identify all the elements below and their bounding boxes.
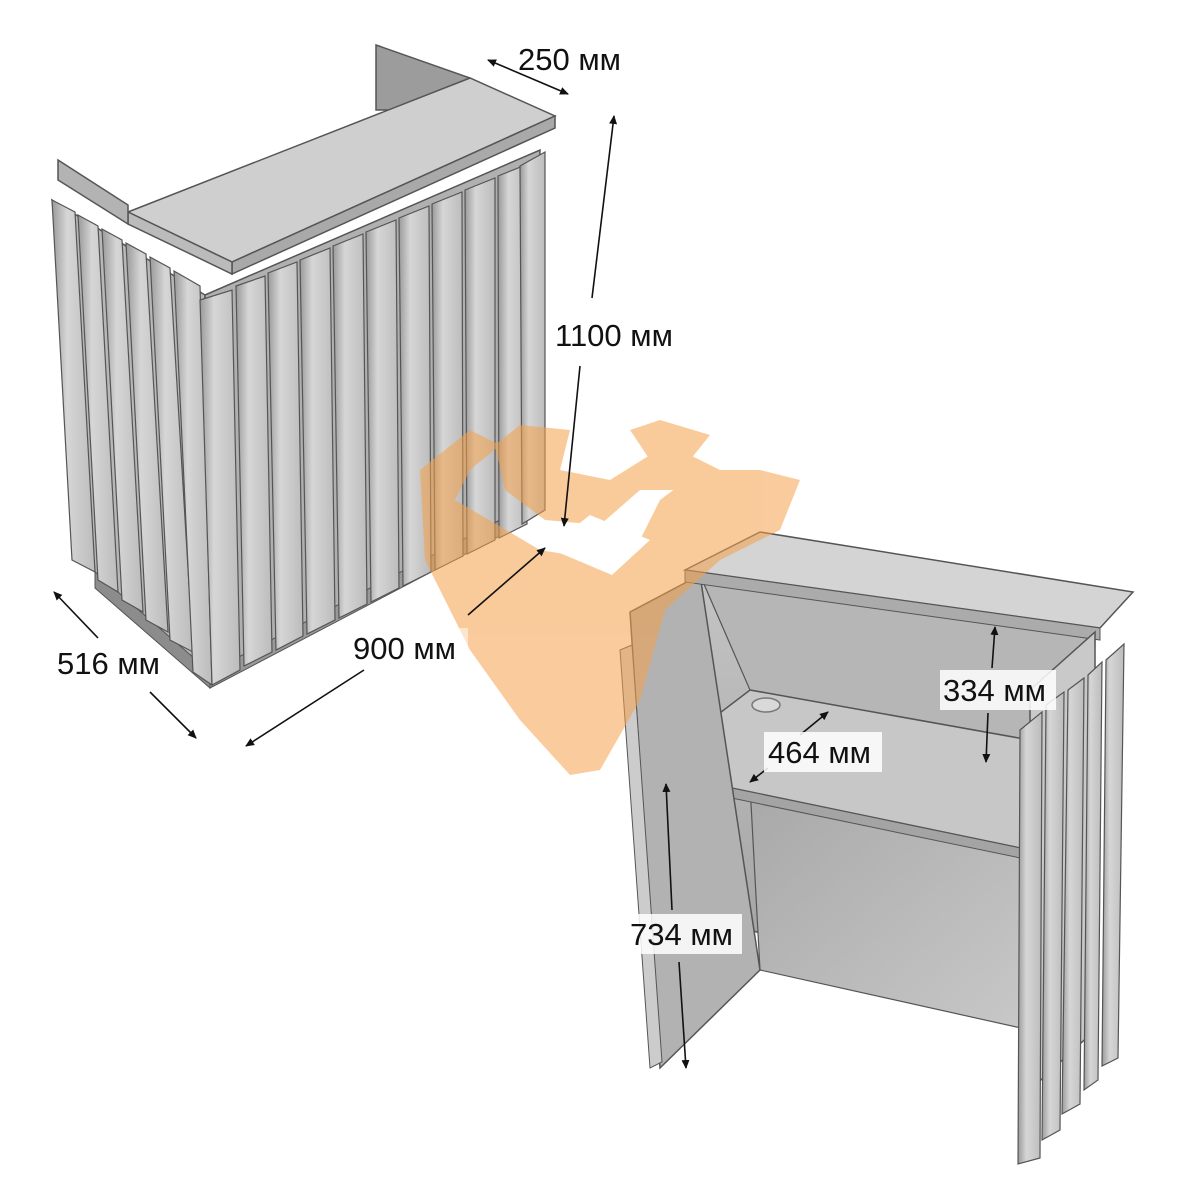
dimension-labels: 250 мм 1100 мм 900 мм 516 мм 334 мм 464 … — [57, 42, 1056, 954]
dim-line-width-upper — [467, 547, 546, 616]
label-total-height: 1100 мм — [555, 318, 673, 353]
label-depth: 516 мм — [57, 646, 160, 681]
front-slats — [199, 150, 546, 686]
label-upper-niche-height: 334 мм — [943, 673, 1046, 708]
dim-line-width-lower — [245, 669, 365, 747]
dimension-lines — [53, 59, 999, 1069]
right-side-slats — [1017, 642, 1125, 1165]
label-lower-niche-height: 734 мм — [630, 917, 733, 952]
label-width: 900 мм — [353, 631, 456, 666]
dim-line-lower-niche-top — [662, 783, 673, 911]
dim-line-upper-niche-top — [990, 626, 999, 669]
open-counter-view — [619, 531, 1135, 1165]
label-top-depth: 250 мм — [518, 42, 621, 77]
brand-logo-watermark — [420, 420, 800, 775]
closed-counter-view — [51, 43, 557, 690]
dim-line-shelf-depth-upper — [799, 711, 829, 736]
dim-line-height-lower — [560, 365, 581, 527]
label-shelf-depth: 464 мм — [768, 735, 871, 770]
dim-line-top-depth — [487, 59, 569, 95]
dim-line-upper-niche-bottom — [982, 712, 991, 763]
dim-line-lower-niche-bottom — [678, 961, 690, 1069]
dim-line-height-upper — [591, 115, 618, 299]
dim-line-depth-upper — [53, 591, 99, 639]
dim-line-depth-lower — [149, 691, 197, 739]
